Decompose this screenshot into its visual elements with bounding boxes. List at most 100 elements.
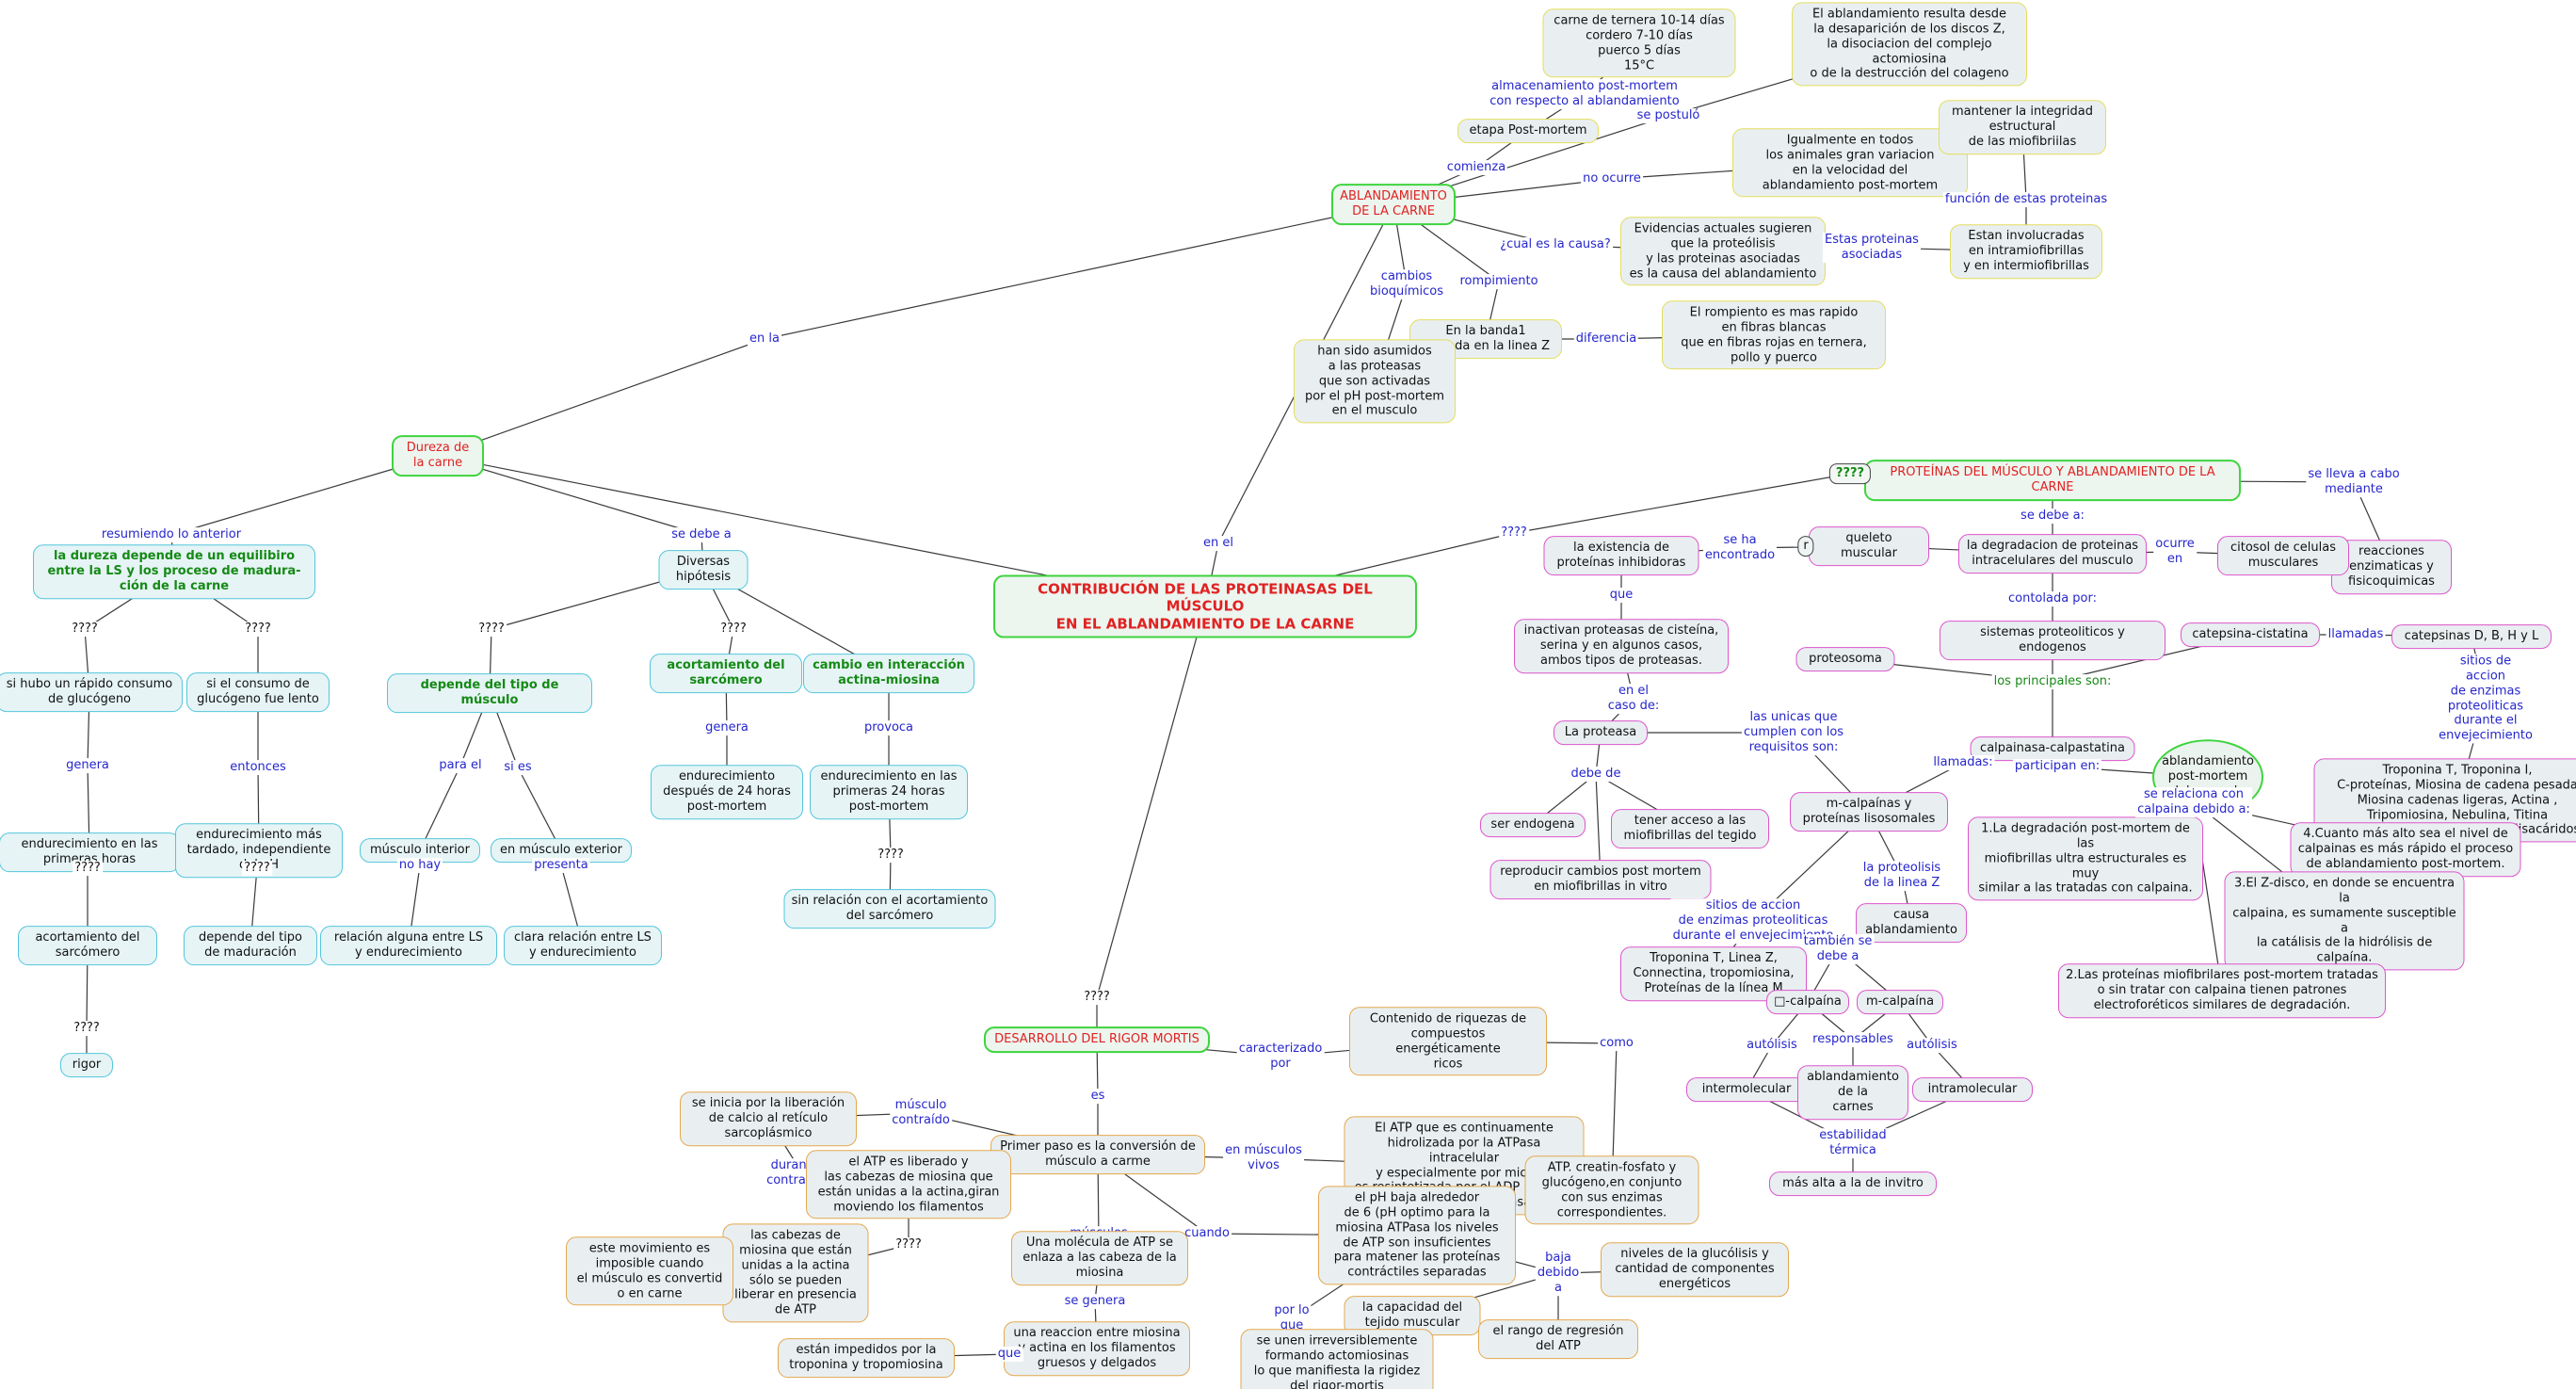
link-label-l_enmusculos[interactable]: en músculos vivos <box>1223 1143 1304 1173</box>
link-label-l_nohay[interactable]: no hay <box>396 858 443 873</box>
link-label-l_genera1[interactable]: genera <box>64 758 111 773</box>
link-label-l_que[interactable]: que <box>1607 588 1635 603</box>
link-label-l_causa[interactable]: ¿cual es la causa? <box>1498 237 1613 252</box>
concept-node-etapa[interactable]: etapa Post-mortem <box>1457 119 1599 143</box>
concept-node-proteasa[interactable]: La proteasa <box>1554 720 1648 745</box>
concept-node-tener_acceso[interactable]: tener acceso a las miofibrillas del tegi… <box>1611 809 1769 848</box>
concept-node-rompiento[interactable]: El rompiento es mas rapido en fibras bla… <box>1662 300 1886 370</box>
link-label-l_sies[interactable]: si es <box>502 760 534 775</box>
concept-node-abl_carnes[interactable]: ablandamiento de la carnes <box>1797 1065 1908 1120</box>
concept-node-seunen[interactable]: se unen irreversiblemente formando actom… <box>1240 1329 1434 1389</box>
link-label-l_qcenter[interactable]: ???? <box>1082 990 1112 1005</box>
link-label-l_provoca[interactable]: provoca <box>861 720 916 735</box>
concept-node-sistemas[interactable]: sistemas proteoliticos y endogenos <box>1940 621 2165 660</box>
concept-node-estemov[interactable]: este movimiento es imposible cuando el m… <box>566 1236 733 1306</box>
link-label-l_es[interactable]: es <box>1088 1089 1107 1104</box>
link-label-l_tambien[interactable]: también se debe a <box>1801 934 1875 964</box>
link-label-l_autolisis2[interactable]: autólisis <box>1905 1038 1959 1053</box>
link-label-l_parael[interactable]: para el <box>437 758 484 773</box>
concept-node-qbox[interactable]: ???? <box>1828 463 1872 484</box>
concept-node-rbox[interactable]: r <box>1797 536 1814 557</box>
link-label-q7[interactable]: ???? <box>72 1021 102 1036</box>
link-label-l_rompimiento[interactable]: rompimiento <box>1457 274 1540 289</box>
link-label-l_sitios2[interactable]: sitios de accion de enzimas proteolitica… <box>2437 654 2535 744</box>
concept-node-seinicia[interactable]: se inicia por la liberación de calcio al… <box>680 1091 857 1146</box>
concept-node-desarrollo[interactable]: DESARROLLO DEL RIGOR MORTIS <box>984 1026 1210 1053</box>
link-label-l_seha[interactable]: se ha encontrado <box>1702 533 1778 563</box>
concept-node-sinrelacion[interactable]: sin relación con el acortamiento del sar… <box>783 889 996 929</box>
concept-node-degradacion1[interactable]: 1.La degradación post-mortem de las miof… <box>1968 816 2203 901</box>
concept-node-resulta[interactable]: El ablandamiento resulta desde la desapa… <box>1792 2 2027 87</box>
link-label-q5[interactable]: ???? <box>72 861 103 876</box>
link-label-q3[interactable]: ???? <box>476 622 507 637</box>
link-label-l_enel[interactable]: en el <box>1201 536 1235 551</box>
concept-node-troponina_small[interactable]: Troponina T, Linea Z, Connectina, tropom… <box>1620 946 1807 1001</box>
link-label-l_musccontraido[interactable]: músculo contraído <box>890 1098 952 1128</box>
concept-node-mcalpaina2[interactable]: m-calpaína <box>1857 990 1943 1014</box>
link-label-l_diferencia[interactable]: diferencia <box>1573 331 1639 347</box>
concept-node-esqueleto[interactable]: queleto muscular <box>1809 526 1929 566</box>
concept-node-header[interactable]: PROTEÍNAS DEL MÚSCULO Y ABLANDAMIENTO DE… <box>1864 460 2241 501</box>
link-label-l_almacen[interactable]: almacenamiento post-mortem con respecto … <box>1488 79 1682 109</box>
concept-node-zdisco3[interactable]: 3.El Z-disco, en donde se encuentra la c… <box>2224 871 2465 971</box>
concept-node-title[interactable]: CONTRIBUCIÓN DE LAS PROTEINASAS DEL MÚSC… <box>993 574 1417 638</box>
concept-node-ladureza[interactable]: la dureza depende de un equilibiro entre… <box>33 544 315 599</box>
concept-node-ucalpaina[interactable]: □-calpaína <box>1766 990 1849 1014</box>
link-label-l_debede[interactable]: debe de <box>1569 767 1623 782</box>
link-label-l_llamadas2[interactable]: llamadas: <box>1931 755 1995 770</box>
concept-node-evidencias[interactable]: Evidencias actuales sugieren que la prot… <box>1620 217 1826 286</box>
link-label-l_unicas[interactable]: las unicas que cumplen con los requisito… <box>1741 710 1846 755</box>
link-label-l_noocurre[interactable]: no ocurre <box>1581 171 1643 186</box>
concept-node-phbaja[interactable]: el pH baja alrededor de 6 (pH optimo par… <box>1318 1186 1516 1285</box>
link-label-q8[interactable]: ???? <box>876 848 906 863</box>
link-label-l_segenera[interactable]: se genera <box>1062 1294 1128 1309</box>
link-label-q1[interactable]: ???? <box>70 622 100 637</box>
concept-node-causa_abl[interactable]: causa ablandamiento <box>1856 903 1967 943</box>
concept-node-igualmente[interactable]: Igualmente en todos los animales gran va… <box>1732 128 1968 198</box>
concept-node-contenido[interactable]: Contenido de riquezas de compuestos ener… <box>1349 1007 1547 1076</box>
concept-node-relacion_alg[interactable]: relación alguna entre LS y endurecimient… <box>320 926 497 965</box>
link-label-l_sedebea3[interactable]: se debe a: <box>2019 509 2086 524</box>
concept-node-intramolecular[interactable]: intramolecular <box>1912 1077 2033 1102</box>
concept-node-clara_rel[interactable]: clara relación entre LS y endurecimiento <box>504 926 662 965</box>
concept-node-impedidos[interactable]: están impedidos por la troponina y tropo… <box>778 1338 955 1378</box>
link-label-l_estasprot[interactable]: Estas proteinas asociadas <box>1823 233 1921 263</box>
link-label-l_relaciona[interactable]: se relaciona con calpaina debido a: <box>2135 787 2252 817</box>
link-label-l_genera2[interactable]: genera <box>703 720 750 735</box>
concept-node-catepsinas_dbhl[interactable]: catepsinas D, B, H y L <box>2391 624 2552 649</box>
concept-node-molecula[interactable]: Una molécula de ATP se enlaza a las cabe… <box>1011 1231 1188 1285</box>
concept-node-mantener[interactable]: mantener la integridad estructural de la… <box>1939 100 2106 154</box>
concept-node-endur_prim24[interactable]: endurecimiento en las primeras 24 horas … <box>810 765 968 819</box>
link-label-l_baja[interactable]: baja debido a <box>1535 1251 1582 1296</box>
concept-node-rango[interactable]: el rango de regresión del ATP <box>1478 1319 1638 1359</box>
concept-node-acort_plain[interactable]: acortamiento del sarcómero <box>18 926 157 965</box>
concept-node-diversas[interactable]: Diversas hipótesis <box>658 550 749 590</box>
link-label-l_ocurre[interactable]: ocurre en <box>2153 537 2197 567</box>
concept-node-atpliberado[interactable]: el ATP es liberado y las cabezas de mios… <box>806 1150 1011 1219</box>
concept-node-dureza[interactable]: Dureza de la carne <box>392 435 484 476</box>
link-label-l_caracterizado[interactable]: caracterizado por <box>1236 1042 1325 1072</box>
concept-node-ser_endogena[interactable]: ser endogena <box>1480 813 1586 837</box>
link-label-l_comienza[interactable]: comienza <box>1444 160 1508 175</box>
concept-node-estaninv[interactable]: Estan involucradas en intramiofibrillas … <box>1950 224 2102 279</box>
concept-node-niveles[interactable]: niveles de la glucólisis y cantidad de c… <box>1601 1242 1789 1297</box>
link-label-q6[interactable]: ???? <box>242 861 272 876</box>
link-label-l_contolada[interactable]: contolada por: <box>2005 591 2100 606</box>
concept-node-primerpaso[interactable]: Primer paso es la conversión de músculo … <box>990 1135 1205 1174</box>
link-label-l_cambios[interactable]: cambios bioquímicos <box>1367 269 1446 299</box>
concept-node-unareaccion[interactable]: una reaccion entre miosina y actina en l… <box>1004 1321 1190 1376</box>
concept-node-carne[interactable]: carne de ternera 10-14 días cordero 7-10… <box>1542 8 1736 78</box>
link-label-l_sedebea2[interactable]: se debe a <box>669 527 733 542</box>
concept-node-inactivan[interactable]: inactivan proteasas de cisteína, serina … <box>1514 619 1729 673</box>
concept-node-citosol[interactable]: citosol de celulas musculares <box>2217 536 2349 575</box>
link-label-l_porloque[interactable]: por lo que <box>1272 1303 1312 1333</box>
link-label-l_enelcaso[interactable]: en el caso de: <box>1605 684 1662 714</box>
concept-node-intermolecular[interactable]: intermolecular <box>1686 1077 1807 1102</box>
concept-node-masalta[interactable]: más alta a la de invitro <box>1769 1171 1937 1196</box>
concept-node-reacciones[interactable]: reacciones enzimaticas y fisicoquimicas <box>2331 540 2452 594</box>
concept-node-cambio_green[interactable]: cambio en interacción actina-miosina <box>803 654 974 693</box>
link-label-q2[interactable]: ???? <box>243 622 273 637</box>
link-label-l_participan[interactable]: participan en: <box>2012 759 2102 774</box>
concept-node-cabezas[interactable]: las cabezas de miosina que están unidas … <box>722 1223 869 1323</box>
concept-node-atpcreatin[interactable]: ATP. creatin-fosfato y glucógeno,en conj… <box>1524 1155 1699 1225</box>
